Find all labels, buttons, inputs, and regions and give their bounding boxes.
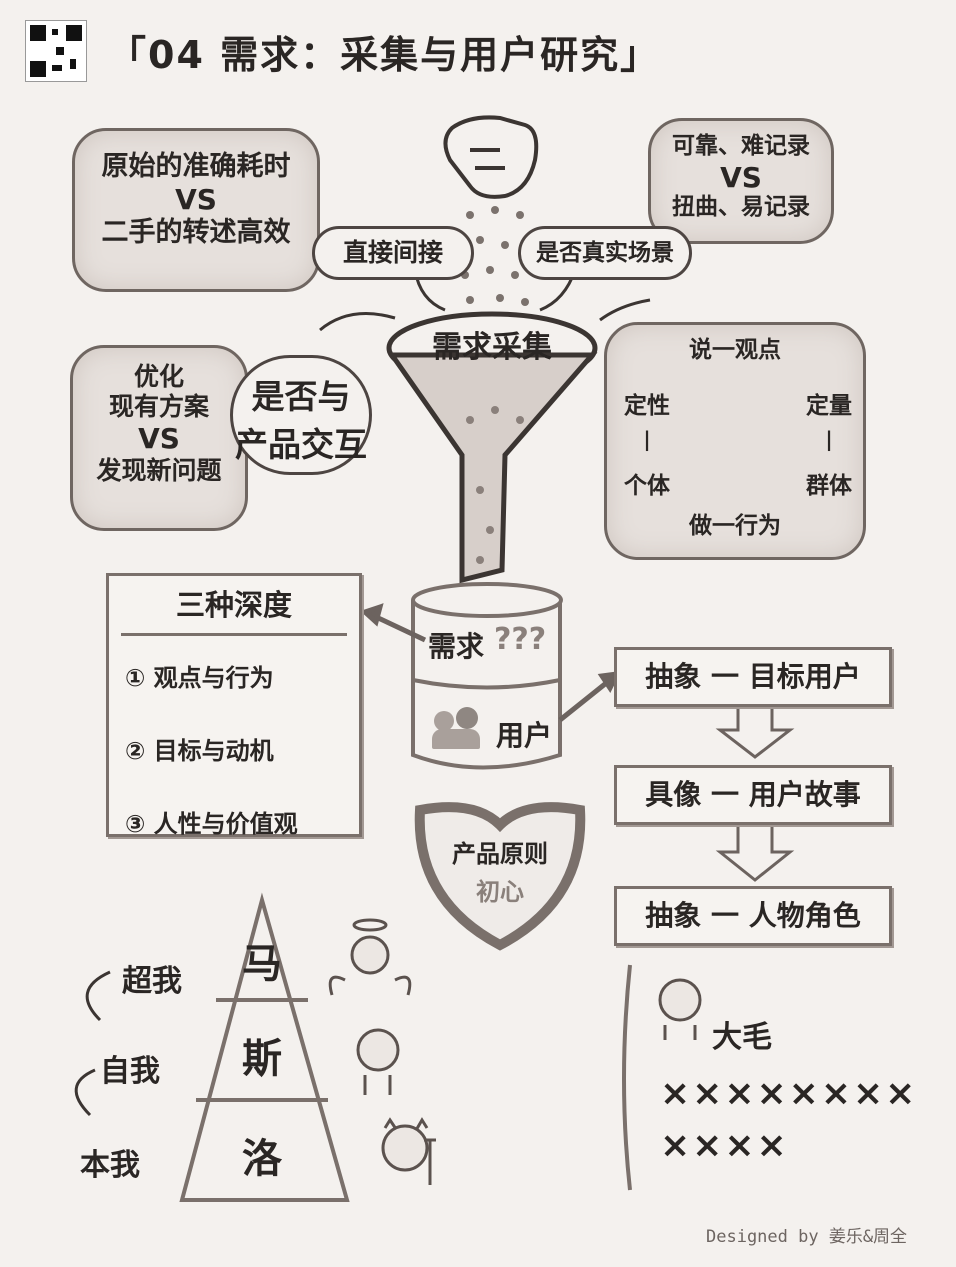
persona-name: 大毛 [712,1020,772,1055]
pill-line: 产品交互 [235,425,367,464]
heart-line1: 产品原则 [452,840,548,868]
jar-user-label: 用户 [496,719,553,752]
pill-real-scene: 是否真实场景 [518,226,692,280]
maslow-level: 马 [242,941,282,987]
person-icon [356,1028,400,1095]
maslow-label-superego: 超我 [122,964,182,999]
maslow-label-ego: 自我 [100,1054,160,1089]
maslow-level: 斯 [242,1036,282,1082]
qr-code [25,20,87,82]
matrix-right-bottom: 群体 [806,473,852,499]
hand-icon [443,115,539,199]
footer-credit: Designed by 姜乐&周全 [706,1227,908,1247]
concrete-user-story: 具像 一 用户故事 [614,765,892,825]
persona-icon [658,978,702,1040]
matrix-bottom: 做一行为 [689,513,781,539]
maslow-level: 洛 [242,1136,282,1182]
depth-item: ③ 人性与价值观 [125,809,298,838]
cloud-line: 现有方案 [108,392,209,421]
vs-label: VS [138,422,180,455]
persona-bracket [622,964,632,1191]
cloud-line: 二手的转述高效 [101,216,291,248]
pill-line: 是否与 [251,377,351,416]
cloud-line: 原始的准确耗时 [101,151,291,182]
depth-item: ② 目标与动机 [125,736,274,765]
cloud-line: 扭曲、易记录 [672,194,810,221]
cloud-reliable-vs-distorted: 可靠、难记录 VS 扭曲、易记录 [648,118,834,244]
pill-direct-indirect: 直接间接 [312,226,474,280]
jar-question-marks: ??? [494,622,547,657]
heart-line2: 初心 [476,878,524,906]
cloud-line: 可靠、难记录 [672,133,810,159]
matrix-left-dash: | [643,427,651,451]
depth-title: 三种深度 [121,588,347,636]
heart-shield [414,802,586,951]
devil-icon [381,1117,436,1185]
matrix-right-top: 定量 [806,393,852,419]
people-icon [432,705,484,750]
page-title: 「04 需求：采集与用户研究」 [108,33,661,77]
persona-detail-row: ×××××××× [660,1073,918,1114]
matrix-left-bottom: 个体 [624,473,670,499]
cloud-line: 优化 [133,362,184,391]
abstract-persona: 抽象 一 人物角色 [614,886,892,946]
vs-label: VS [720,160,762,194]
funnel [386,311,598,584]
depth-box: 三种深度 ① 观点与行为 ② 目标与动机 ③ 人性与价值观 [106,573,362,838]
vs-label: VS [175,183,217,217]
matrix-right-dash: | [825,427,833,451]
cloud-original-vs-secondhand: 原始的准确耗时 VS 二手的转述高效 [72,128,320,292]
cloud-line: 发现新问题 [96,455,222,485]
abstract-target-user: 抽象 一 目标用户 [614,647,892,707]
cloud-research-matrix: 说一观点 定性 | 个体 定量 | 群体 做一行为 [604,322,866,560]
jar-demand-label: 需求 [428,630,485,663]
depth-item: ① 观点与行为 [125,663,274,692]
funnel-label: 需求采集 [432,330,552,365]
maslow-label-id: 本我 [80,1148,140,1183]
matrix-left-top: 定性 [624,393,670,419]
cloud-optimize-vs-discover: 优化 现有方案 VS 发现新问题 [70,345,248,531]
pill-product-interaction: 是否与 产品交互 [230,355,372,475]
angel-icon [328,918,412,996]
maslow-pyramid [179,892,350,1202]
matrix-top: 说一观点 [689,337,781,363]
persona-detail-row: ×××× [660,1125,789,1166]
